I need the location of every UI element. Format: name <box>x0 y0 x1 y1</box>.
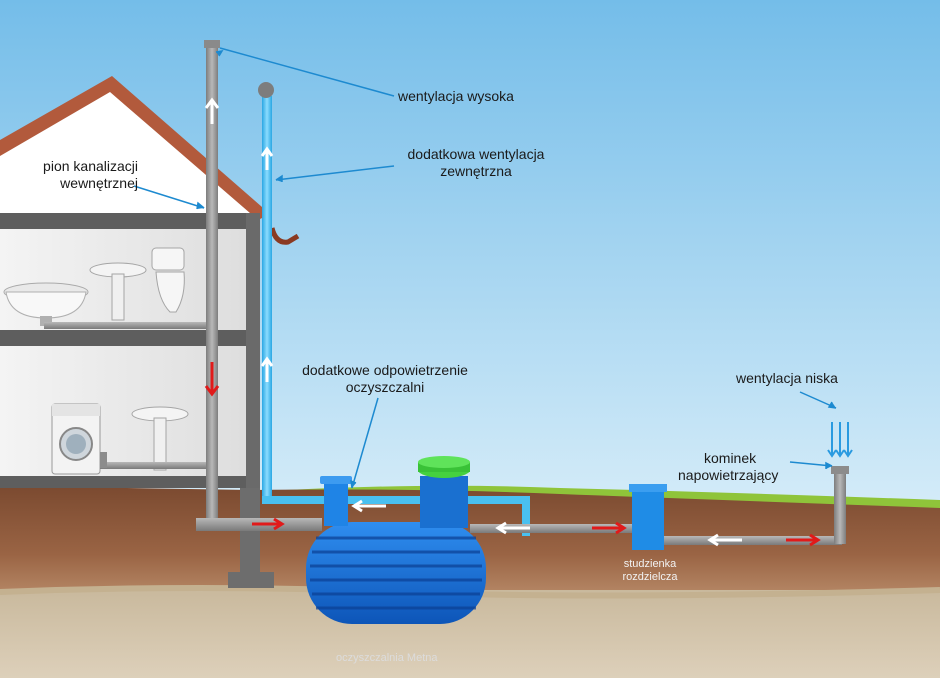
label-low-vent: wentylacja niska <box>736 370 838 386</box>
label-plant-deaeration-line2: oczyszczalni <box>345 379 425 395</box>
toilet-icon <box>151 247 185 313</box>
flow-arrows <box>204 97 853 547</box>
outlet-pipe <box>470 524 636 533</box>
treatment-plant-tank <box>306 456 486 624</box>
label-treatment-plant: oczyszczalnia Metna <box>336 652 438 664</box>
house <box>0 76 274 588</box>
label-aeration-chimney: kominek napowietrzający <box>678 450 778 484</box>
label-internal-stack-line1: pion kanalizacji <box>43 158 138 174</box>
label-extra-external-vent-line2: zewnętrzna <box>440 163 512 179</box>
label-extra-external-vent-line1: dodatkowa wentylacja <box>407 146 545 162</box>
label-plant-deaeration-line1: dodatkowe odpowietrzenie <box>302 362 468 378</box>
label-distribution-chamber-line2: rozdzielcza <box>622 571 678 583</box>
label-plant-deaeration: dodatkowe odpowietrzenie oczyszczalni <box>288 362 482 396</box>
label-distribution-chamber: studzienka rozdzielcza <box>610 558 690 584</box>
external-vent-pipe <box>262 96 272 504</box>
washbasin-lower-icon <box>131 406 189 471</box>
washbasin-upper-icon <box>89 262 147 321</box>
label-internal-stack: pion kanalizacji wewnętrznej <box>18 158 138 192</box>
soil-stack-pipe <box>206 44 218 526</box>
aeration-pipe <box>664 536 842 545</box>
label-aeration-chimney-line1: kominek <box>704 450 757 466</box>
label-high-vent: wentylacja wysoka <box>398 88 514 104</box>
aeration-chimney-pipe <box>834 470 846 544</box>
vent-cap-icon <box>258 82 274 98</box>
distribution-chamber <box>629 484 667 550</box>
bathtub-icon <box>3 282 89 326</box>
label-aeration-chimney-line2: napowietrzający <box>678 467 779 483</box>
label-extra-external-vent: dodatkowa wentylacja zewnętrzna <box>390 146 562 180</box>
label-distribution-chamber-line1: studzienka <box>623 558 677 570</box>
leader-lines <box>133 47 837 489</box>
house-drain-pipes <box>44 322 212 469</box>
washing-machine-icon <box>51 403 101 475</box>
gutter <box>269 227 300 245</box>
label-internal-stack-line2: wewnętrznej <box>60 175 138 191</box>
